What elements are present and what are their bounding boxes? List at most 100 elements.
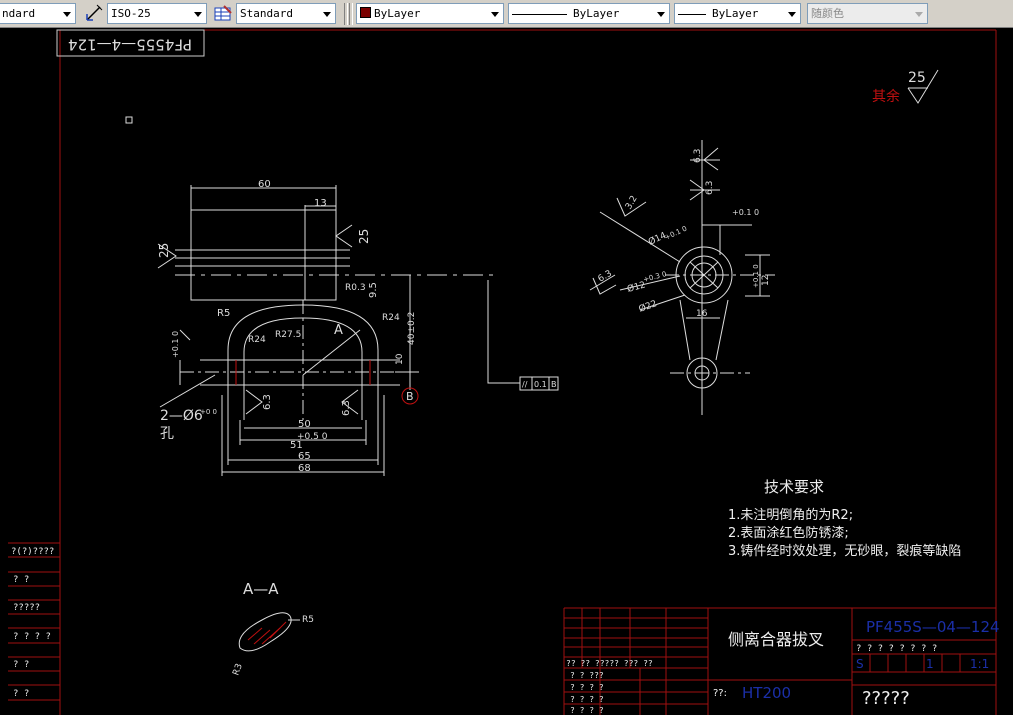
dim-65: 65 bbox=[298, 451, 311, 462]
chevron-down-icon[interactable] bbox=[190, 5, 205, 22]
side-rough-6-3b: 6.3 bbox=[705, 181, 715, 195]
front-view-dimensions: 60 13 25 25 R0.3 9.5 R5 R24 R27.5 A R24 … bbox=[157, 179, 417, 474]
section-detail-aa: A—A R5 R3 bbox=[231, 580, 314, 677]
dim-r27-5: R27.5 bbox=[275, 330, 301, 340]
side-view-dimensions: 6.3 6.3 3.2 6.3 +0.1 0 Ø14 +0.1 0 Ø12 +0… bbox=[597, 149, 772, 319]
dim-r24a: R24 bbox=[248, 335, 266, 345]
tech-line-1: 1.未注明倒角的为R2; bbox=[728, 507, 853, 523]
scale-1: 1 bbox=[926, 657, 934, 671]
dimension-style-icon[interactable] bbox=[84, 3, 105, 24]
side-dim-14-tol: +0.1 0 bbox=[663, 225, 688, 242]
detail-r3: R3 bbox=[231, 662, 244, 677]
title-marks-row: ? ? ? ? ? ? ? ? bbox=[856, 644, 937, 654]
dim-phi-tol: +0.1 0 bbox=[171, 331, 180, 358]
toolbar-separator bbox=[349, 3, 353, 25]
title-row-3: ? ? ? ? bbox=[570, 683, 604, 692]
text-style-select[interactable]: ndard bbox=[0, 3, 76, 24]
title-row-5: ? ? ? ? bbox=[570, 706, 604, 715]
dim-r03: R0.3 bbox=[345, 283, 366, 293]
geometric-tolerance-frame: // 0.1 B bbox=[519, 376, 559, 391]
left-table-row-5: ? ? bbox=[13, 660, 29, 670]
side-rough-6-3a: 6.3 bbox=[693, 149, 703, 163]
side-dim-01: +0.1 0 bbox=[732, 208, 759, 217]
rough-6-3a: 6.3 bbox=[262, 394, 273, 410]
dim-r5: R5 bbox=[217, 308, 230, 319]
front-roughness-marks bbox=[157, 224, 359, 415]
front-view bbox=[159, 185, 520, 476]
hole-note-text: 2—Ø6 bbox=[160, 408, 203, 424]
chevron-down-icon[interactable] bbox=[487, 5, 502, 22]
dimension-style-select[interactable]: ISO-25 bbox=[107, 3, 207, 24]
table-style-icon[interactable] bbox=[212, 3, 233, 24]
geo-reference: B bbox=[551, 380, 557, 389]
stamp-box: PF4555—4—124 bbox=[56, 29, 205, 57]
side-rough-6-3c: 6.3 bbox=[597, 269, 614, 285]
chevron-down-icon[interactable] bbox=[784, 5, 799, 22]
chevron-down-icon[interactable] bbox=[653, 5, 668, 22]
side-dim-12v-tol: +0.1 0 bbox=[752, 264, 760, 288]
color-value: ByLayer bbox=[374, 7, 421, 20]
title-block: 侧离合器拔叉 PF455S—04—124 ??: HT200 ? ? ? ? ?… bbox=[563, 607, 1000, 715]
rough-25-right: 25 bbox=[357, 229, 371, 244]
text-style-value: ndard bbox=[2, 7, 36, 20]
dim-51-tol: +0.5 0 bbox=[297, 432, 328, 442]
dim-10: 10 bbox=[395, 353, 405, 365]
linetype-select[interactable]: ByLayer bbox=[508, 3, 670, 24]
plot-style-value: 随颜色 bbox=[811, 7, 844, 20]
dim-r24b: R24 bbox=[382, 313, 400, 323]
hole-note-word: 孔 bbox=[160, 426, 174, 442]
technical-requirements: 技术要求 1.未注明倒角的为R2; 2.表面涂红色防锈漆; 3.铸件经时效处理，… bbox=[728, 478, 961, 559]
color-select[interactable]: ByLayer bbox=[356, 3, 504, 24]
title-row-4: ? ? ? ? bbox=[570, 695, 604, 704]
left-table-row-3: ????? bbox=[13, 603, 40, 613]
drawing-canvas[interactable]: PF4555—4—124 其余 25 bbox=[0, 28, 1013, 715]
dim-9-5: 9.5 bbox=[368, 282, 379, 298]
hole-note: 2—Ø6 +0 0 孔 bbox=[160, 408, 217, 442]
drawing-border bbox=[59, 29, 997, 715]
dim-13: 13 bbox=[314, 198, 327, 209]
properties-toolbar: ndard ISO-25 Standard ByLayer ByLayer By… bbox=[0, 0, 1013, 28]
title-row-labels: ?? ?? ????? ??? ?? bbox=[566, 659, 653, 668]
stamp-code: PF4555—4—124 bbox=[68, 36, 192, 54]
scale-s: S bbox=[856, 657, 864, 671]
tech-line-3: 3.铸件经时效处理，无砂眼，裂痕等缺陷 bbox=[728, 543, 961, 559]
color-swatch bbox=[360, 7, 371, 18]
roughness-other-value: 25 bbox=[908, 70, 926, 86]
linetype-value: ByLayer bbox=[573, 7, 620, 20]
chevron-down-icon[interactable] bbox=[319, 5, 334, 22]
roughness-other-label: 其余 bbox=[872, 88, 900, 105]
side-rough-3-2: 3.2 bbox=[624, 194, 640, 211]
geo-tolerance: 0.1 bbox=[534, 380, 547, 389]
scale-1-1: 1:1 bbox=[970, 657, 989, 671]
hole-note-tol: +0 0 bbox=[200, 408, 217, 416]
dim-68: 68 bbox=[298, 463, 311, 474]
side-view bbox=[589, 140, 775, 415]
linetype-preview bbox=[512, 13, 567, 15]
left-table-row-1: ?(?)???? bbox=[11, 547, 54, 557]
chevron-down-icon bbox=[911, 5, 926, 22]
dim-40: 40±0.2 bbox=[407, 312, 417, 345]
table-style-select[interactable]: Standard bbox=[236, 3, 336, 24]
dim-50: 50 bbox=[298, 419, 311, 430]
tech-title: 技术要求 bbox=[764, 478, 824, 496]
material-label: ??: bbox=[713, 688, 727, 699]
side-dim-22: Ø22 bbox=[637, 298, 658, 315]
left-revision-table: ?(?)???? ? ? ????? ? ? ? ? ? ? ? ? bbox=[8, 542, 60, 701]
lineweight-value: ByLayer bbox=[712, 7, 759, 20]
side-dim-16: 16 bbox=[696, 309, 708, 319]
roughness-other-symbol: 其余 25 bbox=[872, 69, 939, 105]
section-title: A—A bbox=[243, 580, 279, 598]
material: HT200 bbox=[742, 684, 791, 702]
table-style-value: Standard bbox=[240, 7, 293, 20]
chevron-down-icon[interactable] bbox=[59, 5, 74, 22]
toolbar-separator bbox=[344, 3, 348, 25]
lineweight-select[interactable]: ByLayer bbox=[674, 3, 801, 24]
rough-25-left: 25 bbox=[157, 243, 171, 258]
detail-r5: R5 bbox=[302, 615, 314, 625]
front-view-section-lines bbox=[235, 360, 419, 405]
side-roughness-marks bbox=[592, 147, 719, 295]
left-table-row-2: ? ? bbox=[13, 575, 29, 585]
company-name: ????? bbox=[862, 688, 910, 709]
dimension-style-value: ISO-25 bbox=[111, 7, 151, 20]
grip-marker[interactable] bbox=[125, 116, 133, 124]
